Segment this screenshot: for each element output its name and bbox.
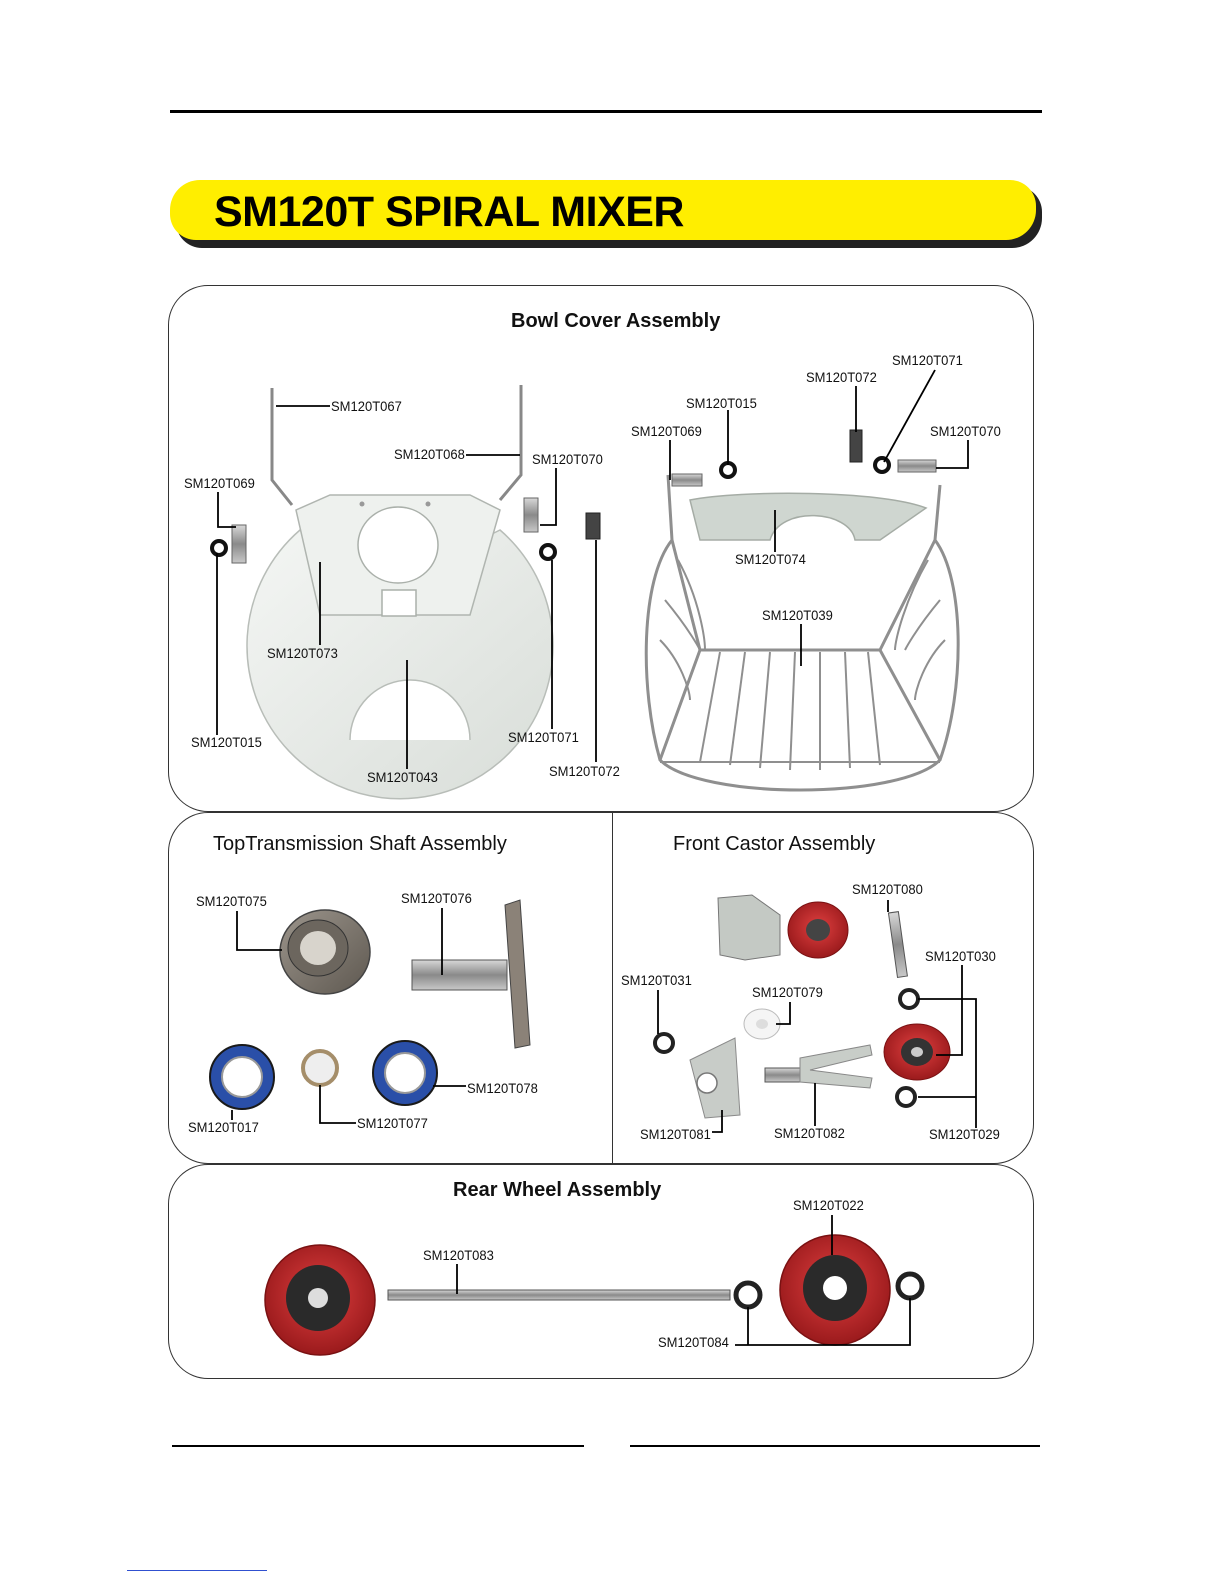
label-sm120t072-right: SM120T072 bbox=[806, 369, 877, 386]
label-sm120t067: SM120T067 bbox=[331, 398, 402, 415]
rod-left bbox=[270, 385, 523, 506]
label-sm120t074: SM120T074 bbox=[735, 551, 806, 568]
label-sm120t080: SM120T080 bbox=[852, 881, 923, 898]
castor-pin bbox=[887, 911, 908, 978]
label-sm120t076: SM120T076 bbox=[401, 890, 472, 907]
label-sm120t083: SM120T083 bbox=[423, 1247, 494, 1264]
label-sm120t069-right: SM120T069 bbox=[631, 423, 702, 440]
label-sm120t015-right: SM120T015 bbox=[686, 395, 757, 412]
label-sm120t015-left: SM120T015 bbox=[191, 734, 262, 751]
label-sm120t017: SM120T017 bbox=[188, 1119, 259, 1136]
footer-link-underline bbox=[127, 1570, 267, 1571]
label-sm120t081: SM120T081 bbox=[640, 1126, 711, 1143]
label-sm120t079: SM120T079 bbox=[752, 984, 823, 1001]
bearings-shaft bbox=[209, 1040, 438, 1110]
label-sm120t082: SM120T082 bbox=[774, 1125, 845, 1142]
shaft-plate bbox=[411, 899, 531, 1049]
bowl-cover-plate bbox=[295, 494, 501, 617]
label-sm120t071-right: SM120T071 bbox=[892, 352, 963, 369]
header-rule bbox=[170, 110, 1042, 113]
footer-rule-left bbox=[172, 1445, 584, 1447]
bolts-right bbox=[671, 429, 937, 487]
label-sm120t030: SM120T030 bbox=[925, 948, 996, 965]
castor-small-parts bbox=[653, 988, 951, 1119]
bolts-left bbox=[210, 497, 601, 564]
rear-axle bbox=[387, 1289, 731, 1301]
front-castor-panel: Front Castor Assembly bbox=[612, 812, 1034, 1164]
label-sm120t084: SM120T084 bbox=[658, 1334, 729, 1351]
footer-rule-right bbox=[630, 1445, 1040, 1447]
wire-guard bbox=[644, 474, 960, 792]
label-sm120t069-left: SM120T069 bbox=[184, 475, 255, 492]
label-sm120t068: SM120T068 bbox=[394, 446, 465, 463]
label-sm120t072-left: SM120T072 bbox=[549, 763, 620, 780]
label-sm120t070-left: SM120T070 bbox=[532, 451, 603, 468]
label-sm120t078: SM120T078 bbox=[467, 1080, 538, 1097]
label-sm120t077: SM120T077 bbox=[357, 1115, 428, 1132]
rear-wheel-right bbox=[733, 1234, 925, 1346]
label-sm120t043: SM120T043 bbox=[367, 769, 438, 786]
label-sm120t022: SM120T022 bbox=[793, 1197, 864, 1214]
label-sm120t071-left: SM120T071 bbox=[508, 729, 579, 746]
bowl-cover-title: Bowl Cover Assembly bbox=[511, 310, 721, 332]
top-shaft-title: TopTransmission Shaft Assembly bbox=[213, 833, 507, 855]
leader-lines bbox=[216, 369, 977, 1346]
rear-wheel-title: Rear Wheel Assembly bbox=[453, 1179, 662, 1201]
label-sm120t070-right: SM120T070 bbox=[930, 423, 1001, 440]
flange-housing bbox=[279, 909, 371, 995]
label-sm120t031: SM120T031 bbox=[621, 972, 692, 989]
guard-plate bbox=[689, 492, 928, 541]
label-sm120t075: SM120T075 bbox=[196, 893, 267, 910]
page-title: SM120T SPIRAL MIXER bbox=[214, 188, 685, 236]
rear-wheel-left bbox=[264, 1244, 376, 1356]
label-sm120t039: SM120T039 bbox=[762, 607, 833, 624]
front-castor-title: Front Castor Assembly bbox=[673, 833, 876, 855]
title-banner: SM120T SPIRAL MIXER bbox=[170, 180, 1036, 240]
label-sm120t029: SM120T029 bbox=[929, 1126, 1000, 1143]
label-sm120t073: SM120T073 bbox=[267, 645, 338, 662]
castor-bracket bbox=[717, 894, 849, 961]
